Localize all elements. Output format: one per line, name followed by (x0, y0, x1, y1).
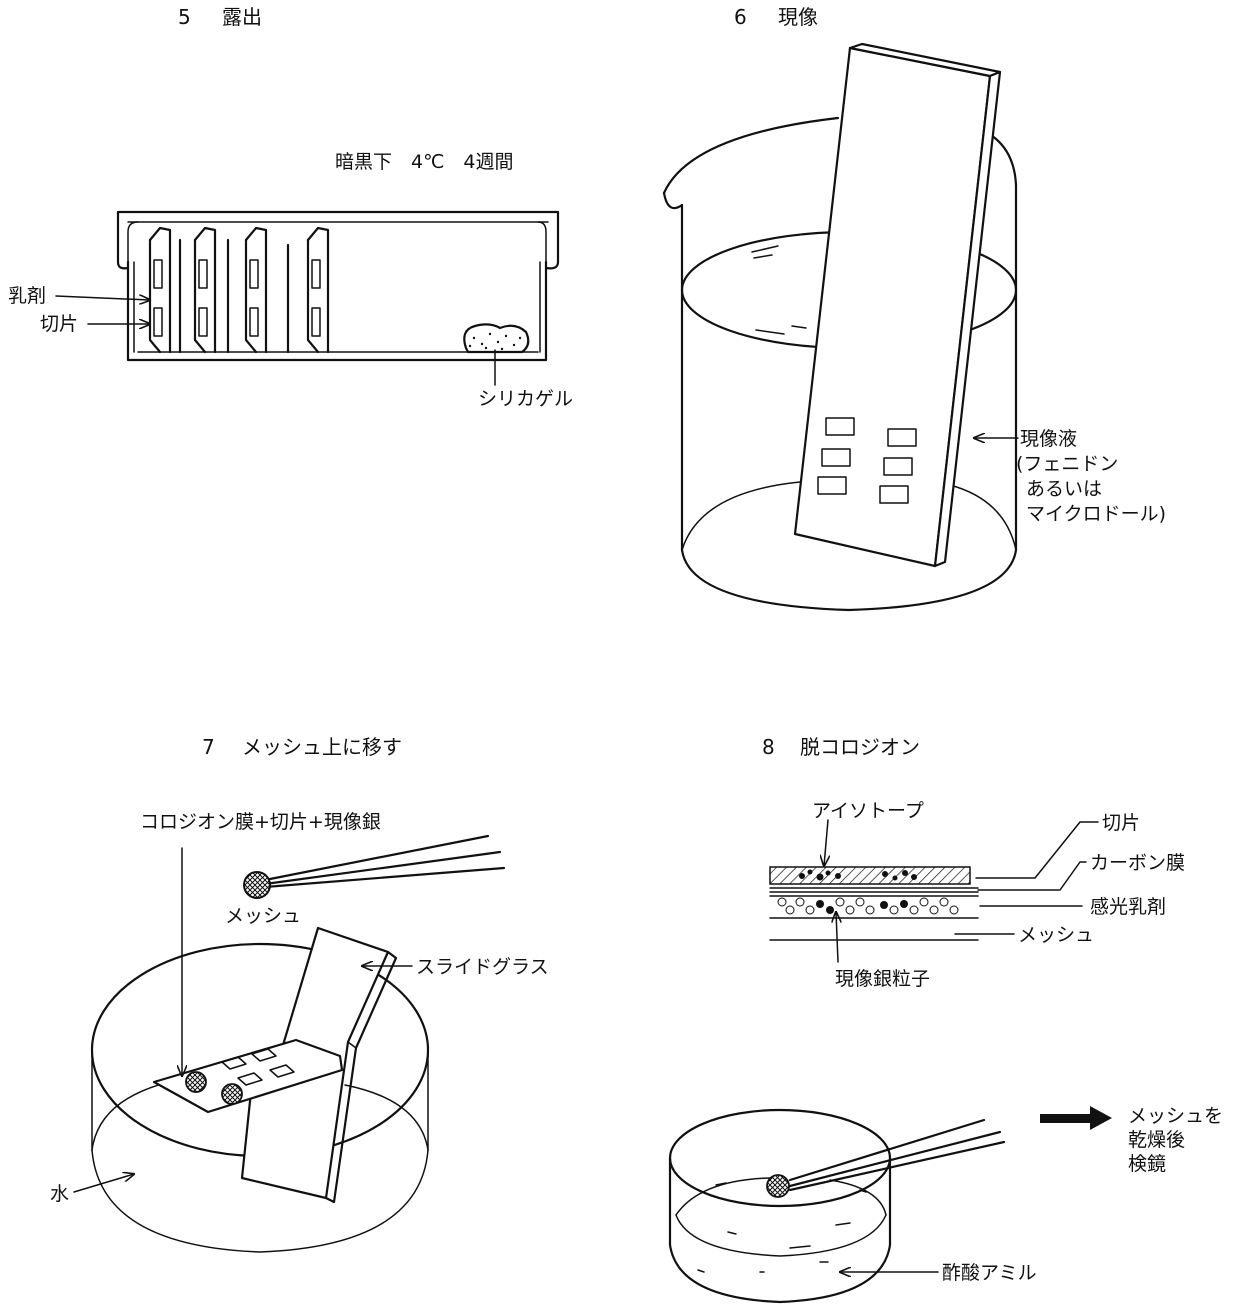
panel-6-number: 6 (734, 5, 747, 29)
slide-box (116, 210, 560, 362)
collodion-film (152, 1038, 344, 1114)
panel-5-title: 露出 (222, 5, 262, 29)
developing-slide (793, 42, 1002, 568)
developer-label: 現像液 (1020, 428, 1077, 450)
panel-8-title: 脱コロジオン (800, 735, 920, 759)
silica-gel (463, 323, 530, 354)
after-label-line1: メッシュを (1128, 1105, 1223, 1127)
panel-6-development: 6 現像 現像液 (フェニドン (662, 5, 1166, 612)
after-label-line2: 乾燥後 (1128, 1129, 1185, 1151)
section-label-p8: 切片 (1102, 812, 1140, 834)
panel-8-decollodion: 8 脱コロジオン (668, 735, 1223, 1304)
tweezers-with-mesh (243, 834, 506, 899)
panel-5-number: 5 (178, 5, 191, 29)
panel-8-number: 8 (762, 735, 775, 759)
amyl-acetate-dish (668, 1108, 892, 1304)
slide-racks (148, 226, 330, 354)
beaker (662, 116, 1018, 612)
exposure-condition-label: 暗黒下 4℃ 4週間 (335, 151, 514, 173)
panel-7-number: 7 (202, 735, 215, 759)
emulsion-grains (777, 897, 959, 915)
slide-glass-label: スライドグラス (416, 956, 549, 978)
panel-7-transfer-to-mesh: 7 メッシュ上に移す コロジオン膜+切片+現像銀 メッシュ (50, 735, 549, 1253)
amyl-acetate-label: 酢酸アミル (942, 1262, 1037, 1284)
water-label: 水 (50, 1183, 69, 1205)
developer-label-line3: あるいは (1026, 478, 1102, 500)
mesh-label-p8: メッシュ (1018, 924, 1094, 946)
mesh-label: メッシュ (225, 905, 301, 927)
film-label: コロジオン膜+切片+現像銀 (140, 811, 381, 833)
photo-emulsion-label: 感光乳剤 (1090, 896, 1166, 918)
developer-label-line2: (フェニドン (1016, 453, 1118, 475)
layer-cross-section (769, 866, 979, 941)
tweezers-in-dish (766, 1118, 1006, 1198)
carbon-film-label: カーボン膜 (1090, 852, 1185, 874)
silica-gel-label: シリカゲル (478, 388, 573, 410)
panel-6-title: 現像 (778, 5, 818, 29)
emulsion-label: 乳剤 (8, 285, 46, 307)
developed-silver-grains-label: 現像銀粒子 (835, 968, 930, 990)
right-arrow-icon (1040, 1106, 1112, 1130)
isotope-label: アイソトープ (812, 800, 924, 822)
after-label-line3: 検鏡 (1128, 1153, 1166, 1175)
developer-label-line4: マイクロドール) (1026, 503, 1166, 525)
panel-7-title: メッシュ上に移す (242, 735, 402, 759)
section-label: 切片 (40, 313, 78, 335)
panel-5-exposure: 5 露出 暗黒下 4℃ 4週間 (8, 5, 573, 410)
isotope-marks (799, 869, 917, 881)
